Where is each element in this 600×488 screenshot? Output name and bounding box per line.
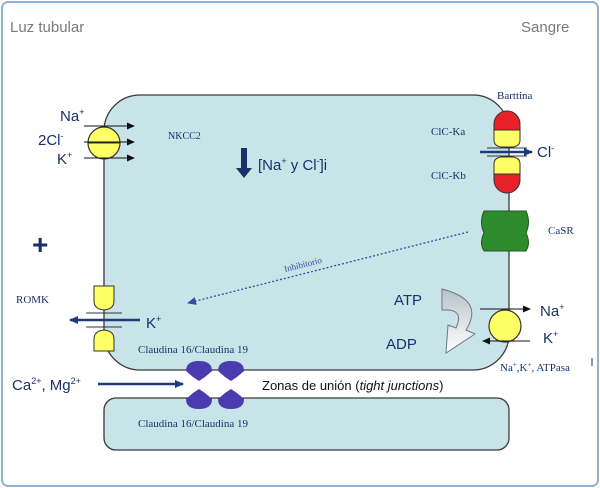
cl-ion-label: 2Cl- [38,131,64,149]
claudin-junction [186,361,244,409]
clc-ka-label: ClC-Ka [431,126,465,138]
adp-label: ADP [386,336,417,353]
paracellular-ions-label: Ca2+, Mg2+ [12,376,81,394]
romk-channel [93,285,115,352]
lumen-label: Luz tubular [10,19,84,36]
nkcc2-transporter [87,126,121,160]
casr-receptor [481,210,529,252]
clc-kb-label: ClC-Kb [431,170,466,182]
na-efflux-label: Na+ [540,302,564,320]
tight-junctions-label: Zonas de unión (tight junctions) [262,378,443,393]
clc-ka-channel [493,110,521,148]
na-ion-label: Na+ [60,107,84,125]
atp-label: ATP [394,292,422,309]
blood-label: Sangre [521,19,569,36]
na-k-atpase-pump [488,309,522,343]
nkcc2-label: NKCC2 [168,131,201,142]
adjacent-cell [103,397,510,451]
claudin-top-label: Claudina 16/Claudina 19 [138,344,248,356]
decrease-arrow-head [236,168,252,178]
na-k-atpase-label: Na+,K+, ATPasa [500,361,570,374]
k-ion-label: K+ [57,150,72,168]
k-influx-label: K+ [543,329,558,347]
cl-efflux-label: Cl- [537,143,554,161]
atp-to-adp-arrow [441,288,477,354]
barttina-label: Barttina [497,90,533,102]
casr-label: CaSR [548,225,574,237]
inhibitory-arrow [187,231,469,305]
claudin-bottom-label: Claudina 16/Claudina 19 [138,418,248,430]
k-secretion-label: K+ [146,314,161,332]
clc-kb-channel [493,156,521,194]
romk-label: ROMK [16,294,49,306]
intracellular-concentration: [Na+ y Cl-]i [258,156,327,174]
lumen-positive-sign: + [32,229,48,260]
